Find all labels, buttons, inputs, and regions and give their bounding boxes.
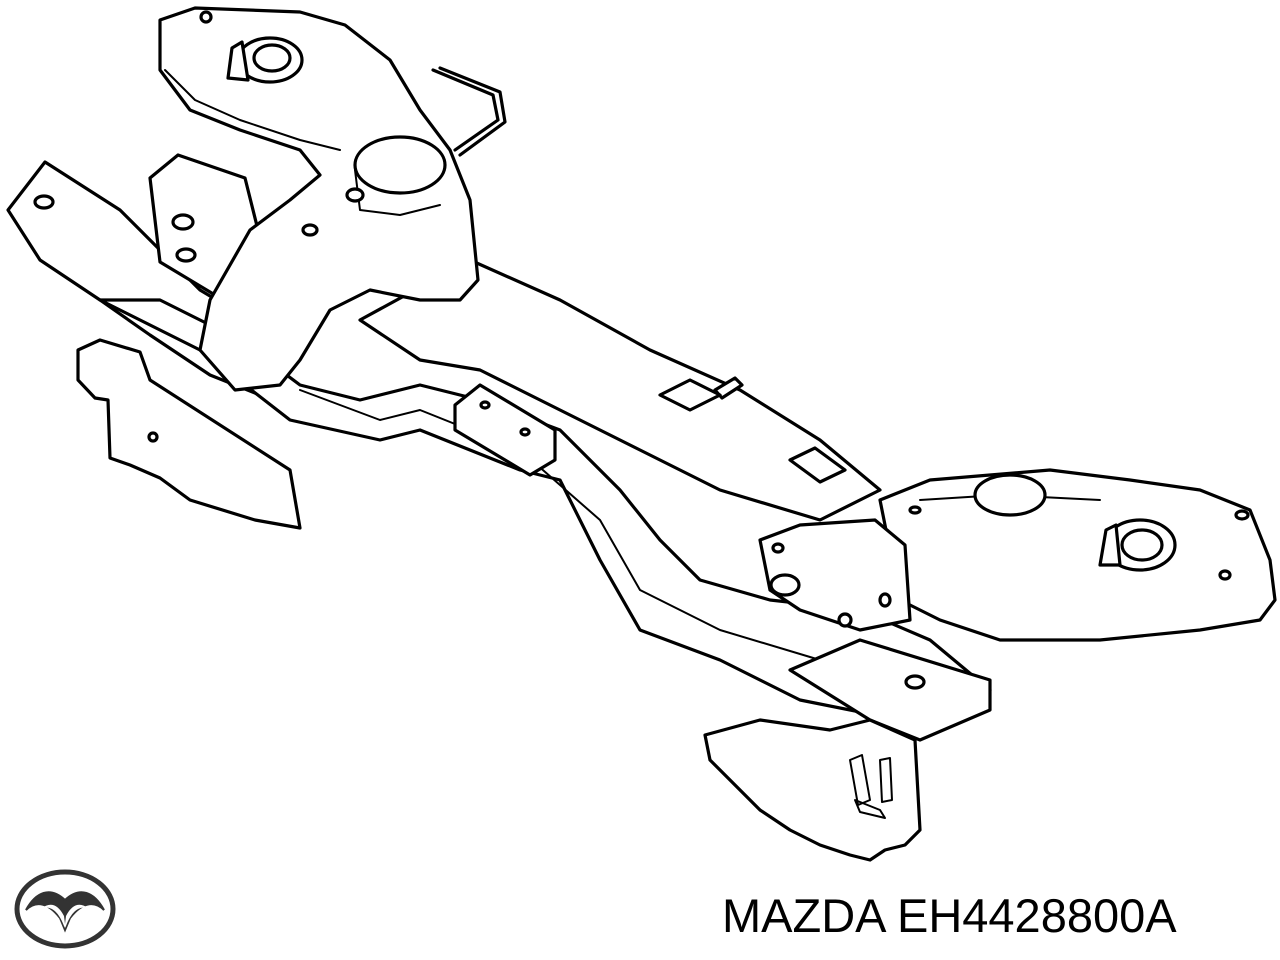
left-shock-tower — [158, 6, 480, 392]
brand-name: MAZDA — [722, 889, 884, 942]
part-label: MAZDA EH4428800A — [722, 886, 1177, 946]
hook-rod — [431, 66, 507, 157]
left-lower-bracket — [76, 338, 302, 530]
part-number: EH4428800A — [896, 889, 1177, 942]
center-stud — [658, 376, 744, 412]
right-lower-bracket — [703, 718, 922, 862]
beam-tab — [788, 446, 847, 484]
center-mount-block — [453, 383, 557, 477]
mazda-logo-icon — [14, 869, 116, 949]
left-upper-bracket — [148, 153, 260, 297]
right-mount-bracket — [758, 518, 912, 632]
right-shock-tower — [878, 468, 1277, 642]
right-tower-arm — [358, 258, 882, 522]
main-cross-beam — [98, 298, 992, 722]
